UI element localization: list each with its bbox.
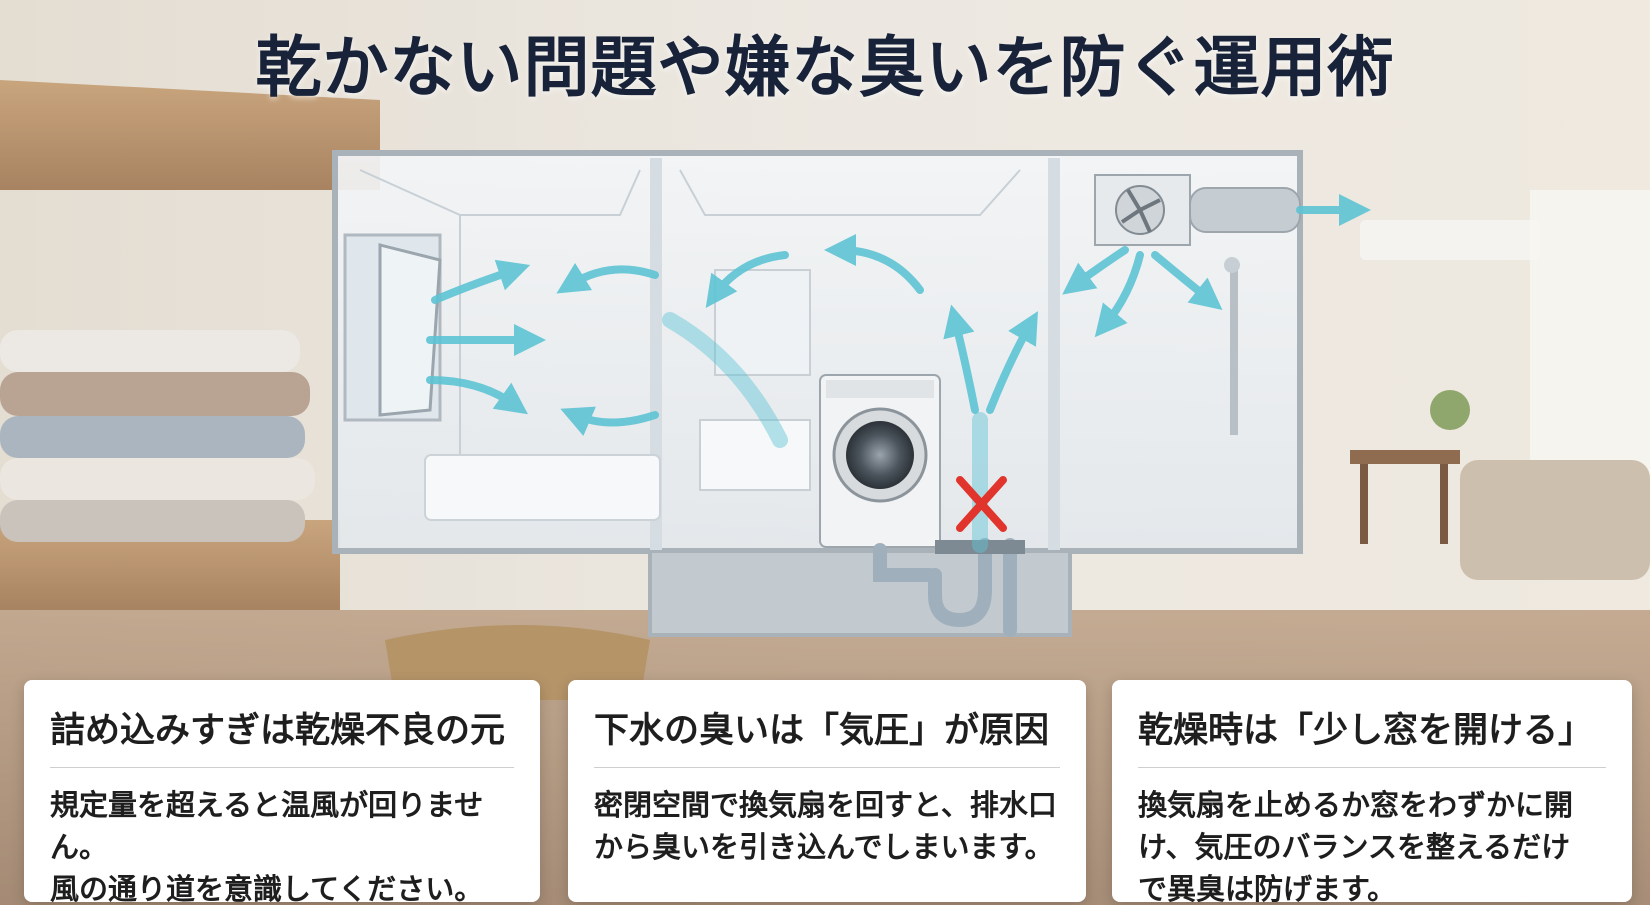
tip-card-open-window: 乾燥時は「少し窓を開ける」 換気扇を止めるか窓をわずかに開 け、気圧のバランスを… xyxy=(1112,680,1632,902)
tip-card-air-pressure: 下水の臭いは「気圧」が原因 密閉空間で換気扇を回すと、排水口 から臭いを引き込ん… xyxy=(568,680,1086,902)
card-body: 密閉空間で換気扇を回すと、排水口 から臭いを引き込んでしまいます。 xyxy=(594,788,1057,864)
card-body: 規定量を超えると温風が回りません。 風の通り道を意識してください。 xyxy=(50,788,484,902)
airflow-arrows xyxy=(426,194,1371,437)
bathroom-cross-section xyxy=(332,150,1303,637)
ventilation-fan xyxy=(1094,174,1301,246)
page-title: 乾かない問題や嫌な臭いを防ぐ運用術 xyxy=(255,29,1395,106)
card-heading: 乾燥時は「少し窓を開ける」 xyxy=(1138,702,1606,768)
drain-pipe xyxy=(873,538,1017,637)
towel-stack xyxy=(0,330,315,542)
washing-machine xyxy=(819,374,941,548)
blocked-x-mark xyxy=(956,476,1007,532)
card-heading: 下水の臭いは「気圧」が原因 xyxy=(594,702,1060,768)
open-window xyxy=(343,233,442,422)
card-heading: 詰め込みすぎは乾燥不良の元 xyxy=(50,702,514,768)
tip-card-overloading: 詰め込みすぎは乾燥不良の元 規定量を超えると温風が回りません。 風の通り道を意識… xyxy=(24,680,540,902)
card-body: 換気扇を止めるか窓をわずかに開 け、気圧のバランスを整えるだけ で異臭は防げます… xyxy=(1138,788,1574,902)
